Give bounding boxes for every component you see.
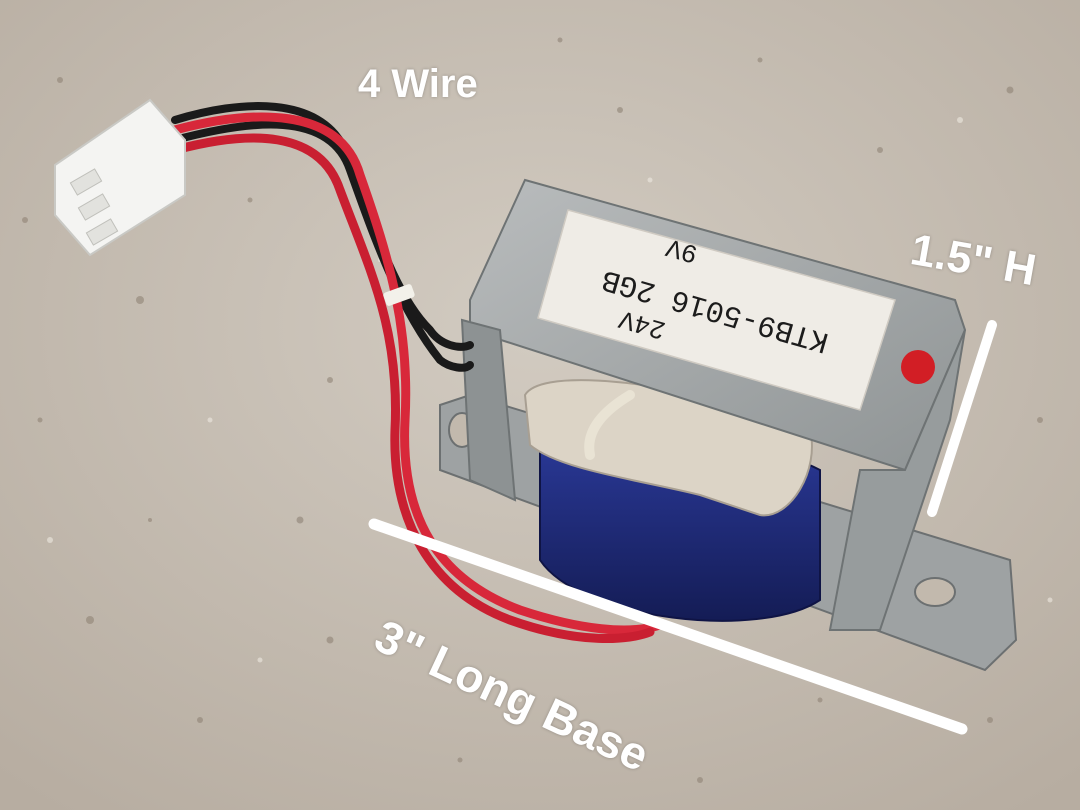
wire-connector (54, 98, 186, 257)
frame-side-left (460, 318, 517, 502)
mount-hole-right (914, 577, 956, 607)
countertop-speckles (22, 37, 1043, 783)
height-measure-line (927, 320, 997, 517)
base-measure-line (368, 518, 968, 735)
lead-wire-cloth (584, 390, 635, 460)
wire-bundle (170, 102, 665, 644)
zip-tie (383, 284, 415, 306)
red-paint-dot (901, 350, 935, 384)
frame-side-right (828, 329, 966, 631)
wire-count-label: 4 Wire (358, 62, 478, 106)
sticker-label: KTB9-5016 2GB 24V 9V (537, 209, 896, 411)
